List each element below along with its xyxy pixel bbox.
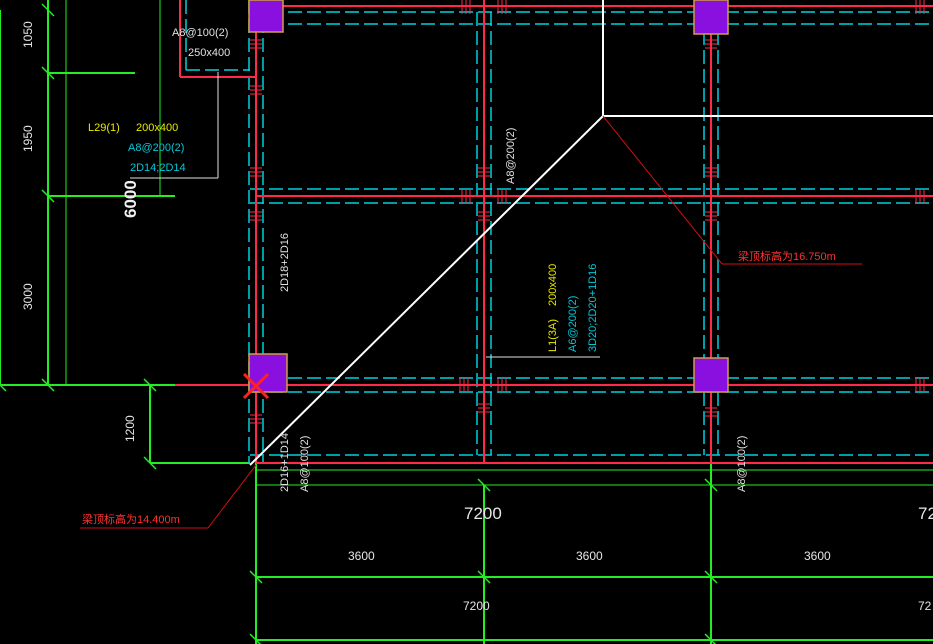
columns bbox=[248, 0, 729, 393]
elevation-left-label: 梁顶标高为14.400m bbox=[82, 512, 180, 526]
left-dimension-ticks bbox=[0, 3, 157, 470]
left-vertical-bars-label: 2D18+2D16 bbox=[279, 233, 291, 292]
bottom-left-bars-label: 2D16+1D14 bbox=[279, 433, 291, 492]
beam-edge-dashed-lines bbox=[185, 0, 933, 463]
left-dimension-thin-lines bbox=[65, 0, 161, 385]
l29-size-label: 200x400 bbox=[136, 122, 178, 134]
dim-1050: 1050 bbox=[21, 21, 35, 48]
beam-hash-marks bbox=[250, 0, 925, 424]
column bbox=[693, 0, 729, 35]
dim-6000: 6000 bbox=[121, 180, 140, 218]
dim-sub-2: 3600 bbox=[576, 549, 603, 563]
elevation-right-label: 梁顶标高为16.750m bbox=[738, 249, 836, 263]
mid-vertical-stirrup-label: A8@200(2) bbox=[505, 128, 517, 184]
bottom-dimension-thin-lines bbox=[256, 469, 933, 486]
bottom-dimension-ticks bbox=[249, 478, 718, 644]
l29-bars-label: 2D14;2D14 bbox=[130, 162, 186, 174]
white-outline-lines bbox=[249, 0, 933, 466]
column bbox=[248, 0, 284, 33]
dim-1950: 1950 bbox=[21, 125, 35, 152]
dim-span-bottom-2: 72 bbox=[918, 599, 932, 613]
column bbox=[693, 357, 729, 393]
l1-size-label: 200x400 bbox=[547, 264, 559, 306]
annotation-leader-lines bbox=[130, 72, 600, 358]
l1-name-label: L1(3A) bbox=[547, 319, 559, 352]
top-left-stirrup-label: A8@100(2) bbox=[172, 27, 228, 39]
l29-name-label: L29(1) bbox=[88, 122, 120, 134]
l1-bars-label: 3D20;2D20+1D16 bbox=[587, 264, 599, 352]
dim-sub-3: 3600 bbox=[804, 549, 831, 563]
bottom-right-stirrup-label: A8@100(2) bbox=[736, 436, 748, 492]
beam-centre-lines bbox=[175, 0, 933, 464]
dim-span-bottom-1: 7200 bbox=[463, 599, 490, 613]
dim-span-top-1: 7200 bbox=[464, 504, 502, 523]
l1-stirrup-label: A6@200(2) bbox=[567, 296, 579, 352]
elevation-leader-lines bbox=[80, 115, 862, 529]
dim-span-top-2: 72 bbox=[918, 504, 933, 523]
bottom-dimension-lines bbox=[255, 463, 933, 644]
bottom-left-stirrup-label: A8@100(2) bbox=[299, 436, 311, 492]
dim-sub-1: 3600 bbox=[348, 549, 375, 563]
l29-stirrup-label: A8@200(2) bbox=[128, 142, 184, 154]
dim-1200: 1200 bbox=[123, 415, 137, 442]
dim-3000: 3000 bbox=[21, 283, 35, 310]
top-left-size-label: 250x400 bbox=[188, 47, 230, 59]
selection-cross-marker-icon[interactable] bbox=[242, 372, 270, 400]
